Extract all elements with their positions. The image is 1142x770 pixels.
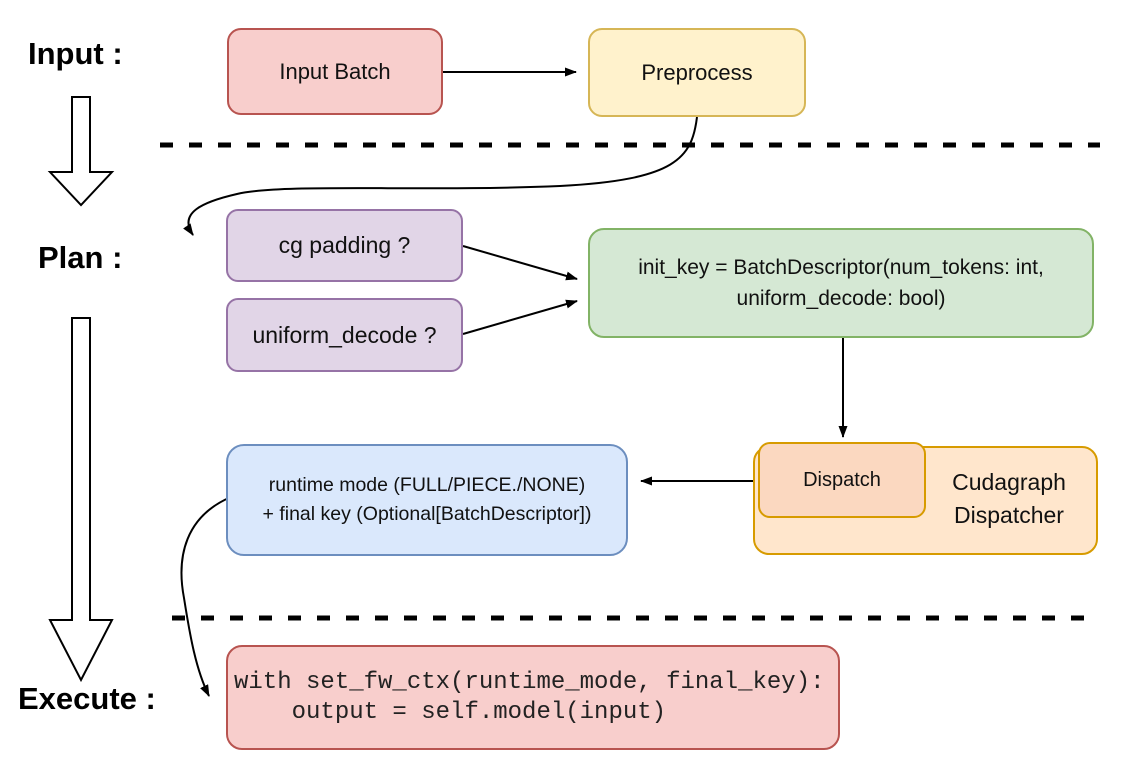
plan-to-execute-arrow-icon: [48, 317, 114, 683]
arrow-preprocess-to-cg-padding: [183, 116, 698, 236]
arrow-uniform-decode-to-init-key: [462, 299, 578, 335]
node-input-batch-label: Input Batch: [279, 59, 391, 84]
node-execute-code: with set_fw_ctx(runtime_mode, final_key)…: [226, 645, 840, 750]
section-label-input: Input :: [28, 36, 123, 71]
arrow-cg-padding-to-init-key: [462, 245, 578, 281]
node-cudagraph-dispatcher-label: Cudagraph Dispatcher: [920, 466, 1098, 532]
node-preprocess-label: Preprocess: [641, 60, 753, 85]
node-cg-padding: cg padding ?: [226, 209, 463, 282]
section-label-execute: Execute :: [18, 681, 156, 716]
execute-code-line1: with set_fw_ctx(runtime_mode, final_key)…: [234, 668, 825, 696]
node-uniform-decode-label: uniform_decode ?: [252, 321, 437, 348]
cudagraph-dispatcher-line2: Dispatcher: [954, 502, 1064, 528]
node-runtime-result: runtime mode (FULL/PIECE./NONE) + final …: [226, 444, 628, 556]
node-cg-padding-label: cg padding ?: [278, 232, 411, 259]
node-init-key-line2: uniform_decode: bool): [736, 287, 946, 310]
node-init-key: init_key = BatchDescriptor(num_tokens: i…: [588, 228, 1094, 338]
node-preprocess: Preprocess: [588, 28, 806, 117]
node-runtime-result-line2: + final key (Optional[BatchDescriptor]): [262, 503, 592, 525]
node-runtime-result-line1: runtime mode (FULL/PIECE./NONE): [268, 473, 586, 496]
input-to-plan-arrow-icon: [47, 96, 115, 207]
node-dispatch-label: Dispatch: [803, 469, 881, 491]
execute-code-line2: output = self.model(input): [234, 698, 667, 726]
arrow-runtime-result-to-execute-code: [180, 496, 232, 697]
node-dispatch: Dispatch: [758, 442, 926, 518]
section-label-plan: Plan :: [38, 240, 123, 275]
node-uniform-decode: uniform_decode ?: [226, 298, 463, 372]
node-input-batch: Input Batch: [227, 28, 443, 115]
node-init-key-line1: init_key = BatchDescriptor(num_tokens: i…: [638, 255, 1044, 279]
cudagraph-dispatcher-line1: Cudagraph: [952, 469, 1066, 495]
